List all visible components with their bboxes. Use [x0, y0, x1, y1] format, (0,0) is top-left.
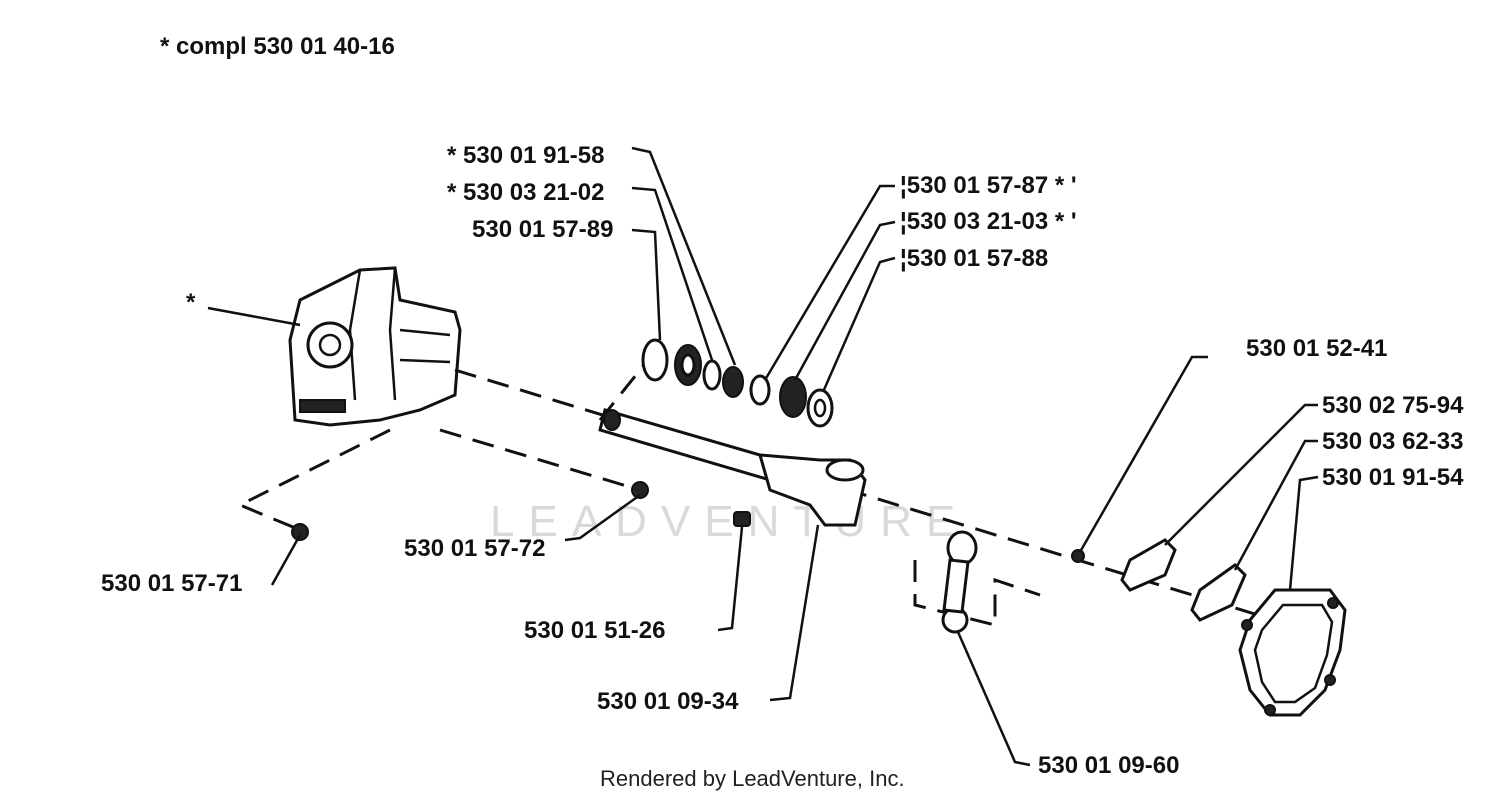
plate-part-a	[1120, 538, 1177, 592]
part-label-530-01-57-88: ¦530 01 57-88	[900, 245, 1049, 272]
axis-line-conrod	[913, 560, 1041, 627]
leader-530-03-21-02	[631, 186, 714, 361]
leader-530-03-62-33	[1233, 439, 1318, 571]
part-label-530-03-21-03: ¦530 03 21-03 * '	[900, 208, 1077, 235]
leader-530-01-51-26	[717, 526, 744, 632]
leader-530-01-57-87	[763, 184, 895, 381]
star-label: *	[186, 289, 196, 316]
part-label-530-01-51-26: 530 01 51-26	[524, 617, 666, 644]
part-label-530-01-91-54: 530 01 91-54	[1322, 464, 1464, 491]
pin-part	[1071, 549, 1085, 563]
leader-530-01-57-72	[564, 493, 641, 542]
axis-line-screw-a	[439, 428, 641, 492]
leader-530-01-52-41	[1078, 355, 1208, 553]
leader-530-01-91-58	[631, 146, 737, 366]
screw-part-b	[291, 523, 309, 541]
part-label-530-01-09-60: 530 01 09-60	[1038, 752, 1180, 779]
screw-part-a	[631, 481, 649, 499]
compl-label: * compl 530 01 40-16	[160, 33, 395, 60]
key-part	[733, 511, 751, 527]
part-label-530-01-57-87: ¦530 01 57-87 * '	[900, 172, 1077, 199]
leader-530-01-57-88	[821, 256, 896, 393]
plate-part-b	[1190, 563, 1247, 622]
connecting-rod-part	[941, 530, 978, 634]
watermark: LEADVENTURE	[490, 497, 970, 546]
part-label-530-01-09-34: 530 01 09-34	[597, 688, 739, 715]
leader-530-01-91-54	[1288, 475, 1319, 591]
part-label-530-01-57-89: 530 01 57-89	[472, 216, 614, 243]
leader-530-02-75-94	[1164, 403, 1318, 546]
leader-530-01-57-89	[631, 228, 662, 341]
axis-line-screw-b	[236, 428, 391, 532]
part-label-530-01-57-71: 530 01 57-71	[101, 570, 243, 597]
part-label-530-01-57-72: 530 01 57-72	[404, 535, 546, 562]
bearing-stack	[641, 338, 834, 428]
leader-530-01-09-34	[769, 524, 820, 702]
part-label-530-02-75-94: 530 02 75-94	[1322, 392, 1464, 419]
crankcase-part	[288, 266, 462, 427]
crankshaft-part	[598, 408, 867, 527]
leader-530-01-57-71	[270, 534, 302, 586]
part-label-530-03-62-33: 530 03 62-33	[1322, 428, 1464, 455]
cover-gasket-part	[1238, 588, 1347, 717]
leader-star-crankcase	[207, 306, 301, 327]
part-label-530-01-52-41: 530 01 52-41	[1246, 335, 1388, 362]
part-label-530-01-91-58: * 530 01 91-58	[447, 142, 605, 169]
part-label-530-03-21-02: * 530 03 21-02	[447, 179, 605, 206]
leader-530-03-21-03	[793, 220, 896, 381]
leader-530-01-09-60	[956, 631, 1031, 767]
footer-credit: Rendered by LeadVenture, Inc.	[600, 766, 905, 791]
